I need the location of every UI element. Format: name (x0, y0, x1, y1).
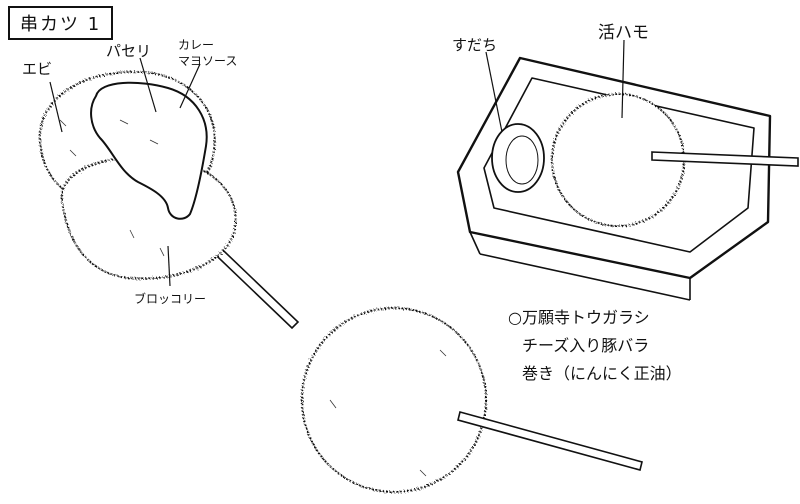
note-manganji: ○万願寺トウガラシ チーズ入り豚バラ 巻き（にんにく正油） (508, 304, 682, 388)
note-line-1: ○万願寺トウガラシ (508, 308, 650, 327)
label-hamo: 活ハモ (598, 23, 649, 43)
curry-mayo-sauce (90, 81, 208, 220)
kushikatsu-skewer-1 (38, 57, 300, 330)
label-broccoli: ブロッコリー (134, 292, 207, 306)
sudachi-slice (491, 123, 545, 193)
page-title: 串カツ 1 (8, 6, 114, 40)
skewer-stick-hamo (651, 151, 799, 167)
kushikatsu-skewer-2 (301, 307, 643, 493)
label-parsley: パセリ (106, 42, 152, 60)
note-line-3: 巻き（にんにく正油） (522, 364, 682, 383)
skewer-stick-2 (457, 411, 643, 471)
manganji-cutlet (301, 307, 487, 493)
texture-marks (59, 119, 165, 257)
label-curry-2: マヨソース (178, 54, 238, 68)
label-sudachi: すだち (452, 36, 498, 54)
note-line-2: チーズ入り豚バラ (522, 336, 650, 355)
serving-box (456, 39, 799, 301)
label-ebi: エビ (22, 60, 53, 78)
label-curry-1: カレー (178, 38, 215, 52)
